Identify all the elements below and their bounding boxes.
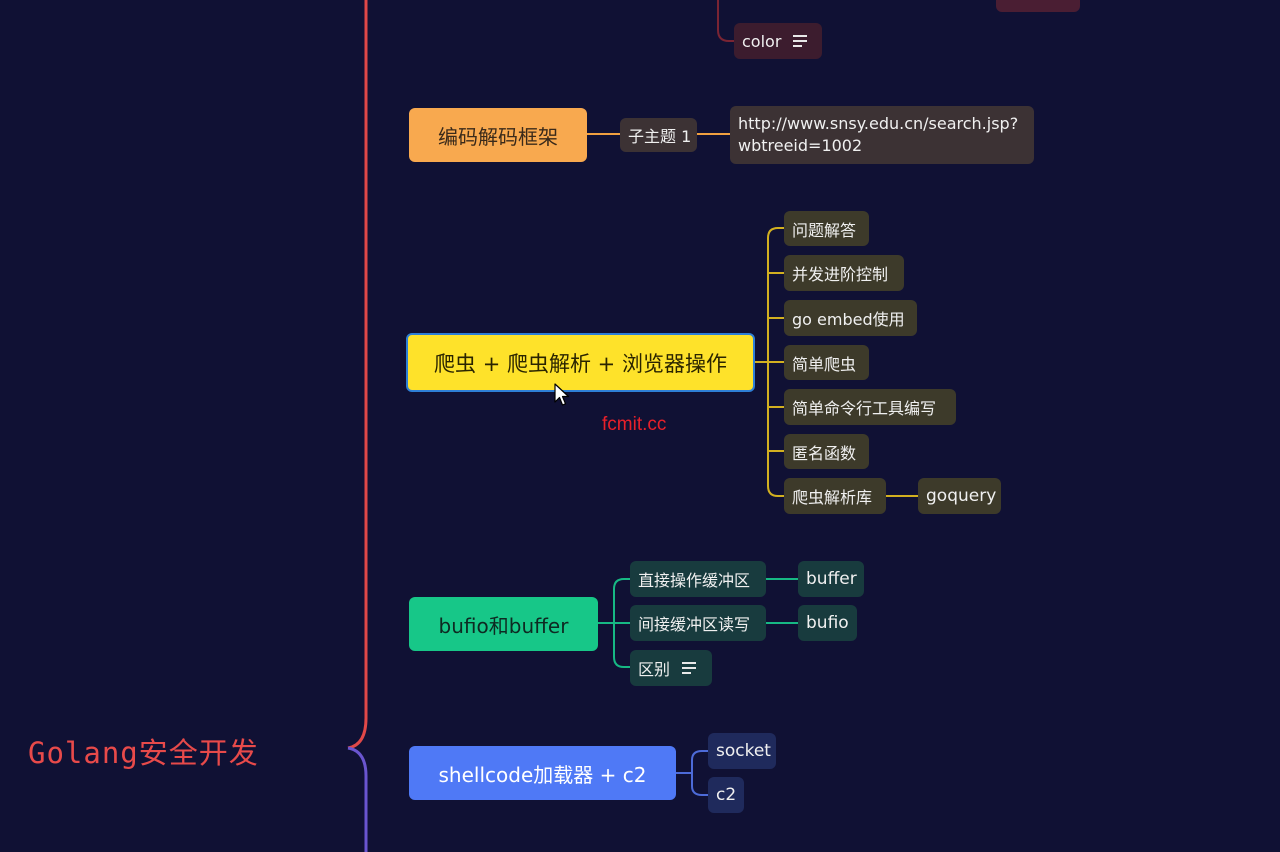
partial-subtopic-node[interactable]	[996, 0, 1080, 12]
crawler-child-label: 简单爬虫	[792, 354, 857, 374]
encoding-url-note[interactable]: http://www.snsy.edu.cn/search.jsp? wbtre…	[730, 106, 1034, 164]
bufio-buffer-topic[interactable]: bufio和buffer	[409, 597, 598, 651]
crawler-child-label: 匿名函数	[792, 443, 857, 463]
crawler-child-label: 爬虫解析库	[792, 488, 873, 507]
bufio-leaf[interactable]: bufio	[798, 605, 857, 641]
shellcode-child-socket[interactable]: socket	[708, 733, 776, 769]
mouse-cursor-icon	[554, 383, 570, 406]
shellcode-c2-label: shellcode加载器 + c2	[438, 762, 647, 787]
bufio-leaf-label: bufio	[806, 613, 849, 633]
url-line-1: http://www.snsy.edu.cn/search.jsp?	[738, 114, 1019, 133]
watermark-text: fcmit.cc	[602, 414, 667, 435]
bufio-child-direct[interactable]: 直接操作缓冲区	[630, 561, 766, 597]
shellcode-child-label: c2	[716, 785, 737, 805]
buffer-leaf-label: buffer	[806, 569, 857, 589]
crawler-child-label: 问题解答	[792, 220, 857, 240]
encoding-framework-label: 编码解码框架	[438, 124, 558, 149]
color-subtopic-label: color	[742, 31, 782, 51]
color-subtopic[interactable]: color	[734, 23, 822, 59]
shellcode-child-label: socket	[716, 741, 771, 761]
goquery-label: goquery	[926, 486, 997, 506]
crawler-child-label: 简单命令行工具编写	[792, 399, 937, 418]
crawler-child-concurrency[interactable]: 并发进阶控制	[784, 255, 904, 291]
encoding-framework-topic[interactable]: 编码解码框架	[409, 108, 587, 162]
encoding-subtopic-1-label: 子主题 1	[628, 127, 692, 146]
note-icon	[793, 32, 808, 50]
bufio-child-indirect[interactable]: 间接缓冲区读写	[630, 605, 766, 641]
crawler-child-embed[interactable]: go embed使用	[784, 300, 917, 336]
crawler-child-qa[interactable]: 问题解答	[784, 211, 869, 246]
crawler-child-cli-tool[interactable]: 简单命令行工具编写	[784, 389, 956, 425]
url-line-2: wbtreeid=1002	[738, 136, 863, 155]
bufio-child-label: 间接缓冲区读写	[638, 615, 751, 634]
bufio-child-label: 区别	[638, 660, 671, 679]
shellcode-c2-topic[interactable]: shellcode加载器 + c2	[409, 746, 676, 800]
crawler-child-label: 并发进阶控制	[792, 265, 889, 284]
crawler-child-parser-lib[interactable]: 爬虫解析库	[784, 478, 886, 514]
bufio-buffer-label: bufio和buffer	[438, 613, 569, 638]
crawler-child-label: go embed使用	[792, 310, 905, 329]
bufio-child-label: 直接操作缓冲区	[638, 571, 751, 590]
note-icon	[682, 659, 697, 677]
root-topic-title[interactable]: Golang安全开发	[28, 736, 259, 770]
goquery-leaf[interactable]: goquery	[918, 478, 1001, 514]
crawler-topic-label: 爬虫 + 爬虫解析 + 浏览器操作	[434, 351, 727, 376]
crawler-child-anon-func[interactable]: 匿名函数	[784, 434, 869, 469]
encoding-subtopic-1[interactable]: 子主题 1	[620, 118, 697, 152]
bufio-child-difference[interactable]: 区别	[630, 650, 712, 686]
crawler-topic[interactable]: 爬虫 + 爬虫解析 + 浏览器操作	[406, 333, 755, 392]
buffer-leaf[interactable]: buffer	[798, 561, 864, 597]
crawler-child-simple-crawler[interactable]: 简单爬虫	[784, 345, 869, 380]
shellcode-child-c2[interactable]: c2	[708, 777, 744, 813]
